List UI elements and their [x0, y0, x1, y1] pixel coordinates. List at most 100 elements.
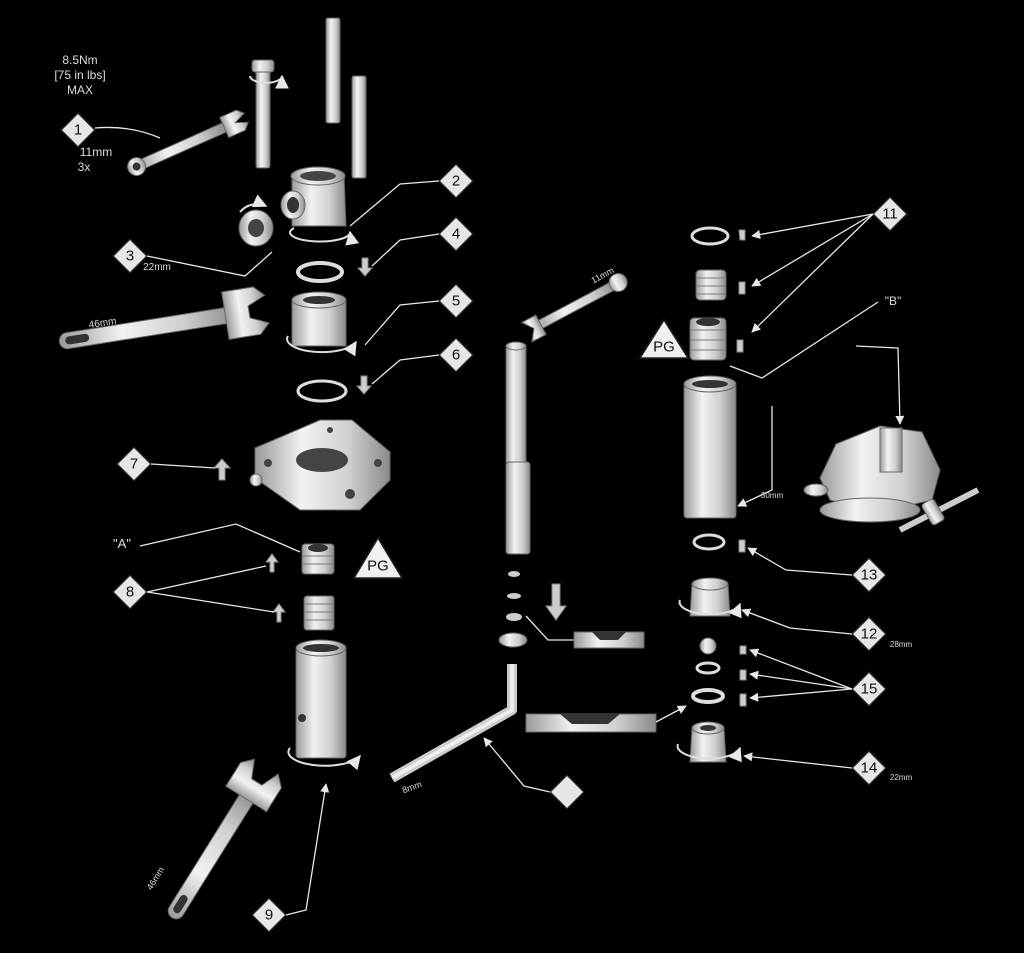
- leader-11c: [751, 213, 874, 333]
- label-a: "A": [113, 536, 131, 551]
- wrench-count-3x: 3x: [78, 160, 91, 174]
- svg-text:9: 9: [265, 907, 273, 924]
- seal-icon: [695, 661, 721, 675]
- callout-8: 8: [111, 573, 149, 611]
- up-arrow-icon: [738, 229, 746, 241]
- tie-rod-icon: [351, 75, 367, 179]
- o-ring-icon: [296, 261, 344, 283]
- seat-detail-icon: [525, 713, 657, 733]
- packing-set-icon: [689, 317, 727, 361]
- bench-vise-icon: [803, 425, 980, 533]
- svg-text:1: 1: [74, 122, 82, 139]
- up-arrow-icon: [272, 603, 286, 623]
- leader-seat-detail: [525, 615, 574, 641]
- packing-set-icon: [301, 543, 335, 575]
- seat-detail-icon: [573, 631, 645, 649]
- seat-housing-icon: [678, 577, 742, 619]
- callout-14: 14: [850, 749, 888, 787]
- label-b: "B": [885, 294, 902, 308]
- torque-value-nm: 8.5Nm: [62, 53, 97, 67]
- check-ball-icon: [699, 637, 717, 655]
- up-arrow-icon: [738, 281, 746, 295]
- pg-warning-triangle-icon: PG: [352, 536, 404, 579]
- svg-text:11: 11: [882, 206, 898, 223]
- seat-icon: [691, 688, 725, 704]
- down-arrow-icon: [739, 693, 747, 707]
- torque-max: MAX: [67, 83, 93, 97]
- wrench-size-46mm: 46mm: [88, 316, 117, 331]
- leader-1: [94, 126, 161, 139]
- svg-text:5: 5: [452, 293, 460, 310]
- packing-set-icon: [303, 595, 335, 631]
- leader-5: [364, 300, 440, 346]
- hex-key-size: 8mm: [401, 779, 423, 795]
- wrench-size-22mm: 22mm: [143, 262, 171, 273]
- cylinder-icon: [287, 639, 361, 771]
- cylinder-icon: [683, 375, 737, 519]
- callout-1: 1: [59, 111, 97, 149]
- svg-text:7: 7: [130, 456, 138, 473]
- callout-2: 2: [437, 162, 475, 200]
- wrench-size-22mm-right: 22mm: [890, 773, 913, 782]
- tie-rod-icon: [249, 59, 289, 169]
- svg-text:6: 6: [452, 347, 460, 364]
- leader-16: [483, 737, 551, 793]
- svg-text:3: 3: [126, 248, 134, 265]
- adjustable-wrench-icon: [167, 758, 282, 920]
- svg-text:2: 2: [452, 173, 460, 190]
- down-arrow-icon: [355, 375, 373, 395]
- spring-icon: [695, 269, 727, 301]
- svg-text:PG: PG: [653, 339, 675, 356]
- rod-wrench-size: 30mm: [761, 491, 784, 500]
- leader-11b: [751, 213, 874, 287]
- down-arrow-icon: [739, 645, 747, 655]
- wrench-size-28mm: 28mm: [890, 640, 913, 649]
- svg-text:14: 14: [861, 760, 878, 777]
- leader-4: [371, 233, 440, 267]
- leader-8a: [146, 565, 267, 593]
- adjustable-wrench-icon: [58, 286, 270, 350]
- up-arrow-icon: [212, 458, 232, 481]
- leader-seat-detail-2: [655, 705, 687, 723]
- svg-text:4: 4: [452, 226, 460, 243]
- leader-cylinder-wrench: [737, 406, 773, 507]
- pg-warning-triangle-icon: PG: [638, 318, 690, 359]
- leader-13: [747, 547, 853, 576]
- packing-nut-icon: [286, 291, 357, 357]
- down-arrow-icon: [356, 257, 374, 277]
- leader-8b: [146, 591, 275, 613]
- open-end-wrench-icon: [520, 273, 628, 343]
- callout-13: 13: [850, 556, 888, 594]
- o-ring-icon: [296, 379, 348, 403]
- valve-housing-icon: [280, 166, 359, 246]
- callout-12: 12: [850, 615, 888, 653]
- wrench-size-46mm-bottom: 46mm: [145, 865, 167, 892]
- callout-6: 6: [437, 336, 475, 374]
- leader-7: [150, 463, 216, 469]
- up-arrow-icon: [265, 553, 279, 573]
- leader-12: [741, 608, 853, 635]
- svg-text:15: 15: [861, 681, 878, 698]
- torque-value-inlbs: [75 in lbs]: [54, 68, 105, 82]
- callout-3: 3: [111, 237, 149, 275]
- up-arrow-icon: [736, 339, 744, 353]
- leader-label-a: [139, 523, 301, 553]
- leader-6: [371, 354, 440, 385]
- leader-15c: [749, 688, 853, 702]
- combination-wrench-icon: [127, 109, 249, 177]
- down-arrow-icon: [738, 539, 746, 553]
- o-ring-icon: [692, 533, 726, 551]
- o-ring-icon: [690, 226, 730, 246]
- leader-label-b: [729, 301, 879, 379]
- svg-text:12: 12: [861, 626, 878, 643]
- svg-text:PG: PG: [367, 558, 389, 575]
- callout-4: 4: [437, 215, 475, 253]
- hex-key-icon: [389, 664, 517, 783]
- callout-7: 7: [115, 445, 153, 483]
- callout-15: 15: [850, 670, 888, 708]
- leader-11a: [751, 213, 874, 240]
- leader-14: [743, 752, 853, 769]
- manifold-plate-icon: [249, 419, 391, 511]
